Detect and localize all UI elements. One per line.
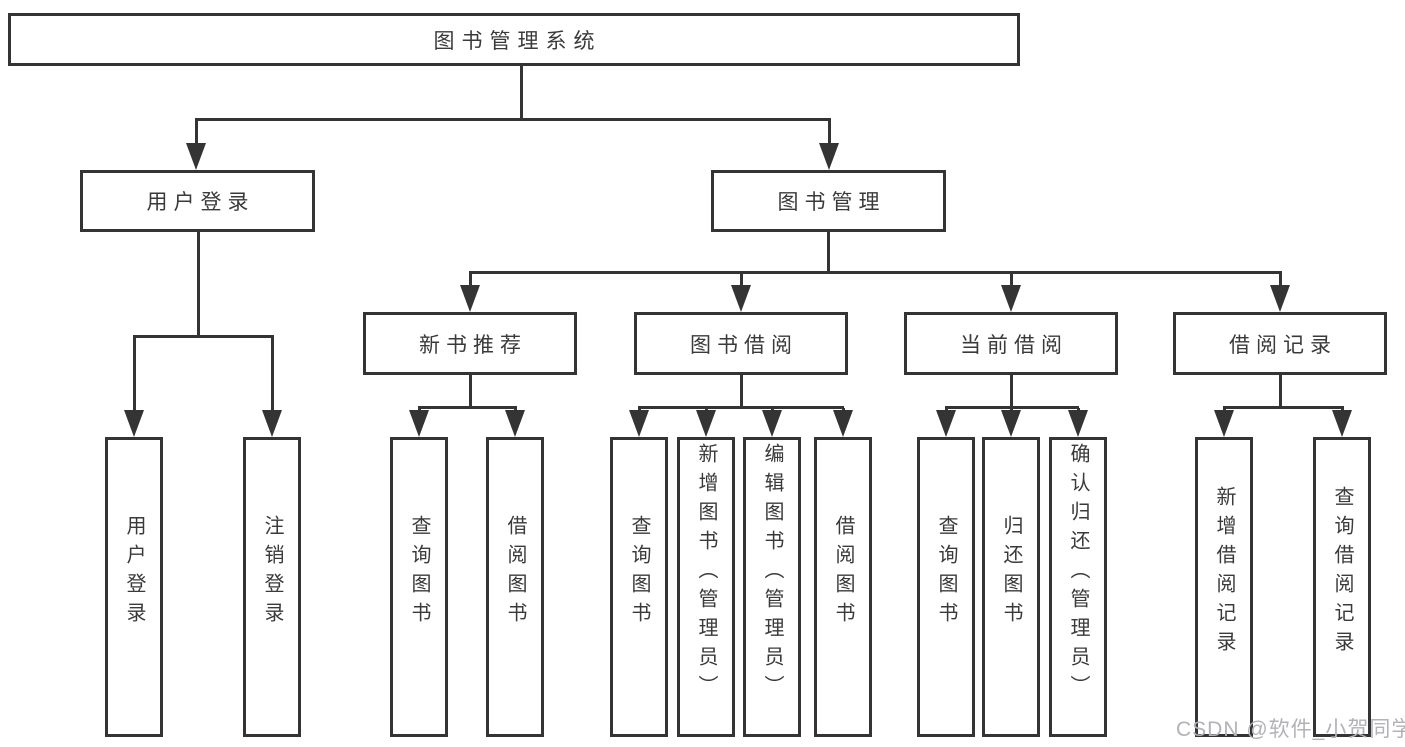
watermark-text: CSDN @软件_小贺同学 — [1176, 718, 1405, 741]
leaf-query-books-recommend: 查询图书 — [390, 437, 448, 737]
connector-user-login-stem — [197, 232, 200, 337]
leaf-query-borrow-record: 查询借阅记录 — [1313, 437, 1371, 737]
node-label: 新书推荐 — [419, 333, 527, 357]
leaf-label: 查询图书 — [628, 515, 650, 631]
arrow-down-icon — [1001, 285, 1021, 312]
connector-bus — [638, 406, 844, 409]
arrow-down-icon — [409, 410, 429, 437]
connector-level1-bus — [195, 118, 831, 121]
connector-stem — [740, 375, 743, 408]
leaf-borrow-books-recommend: 借阅图书 — [486, 437, 544, 737]
arrow-down-icon — [460, 285, 480, 312]
arrow-down-icon — [1214, 410, 1234, 437]
leaf-label: 查询图书 — [935, 515, 957, 631]
connector-root-stem — [520, 66, 523, 121]
node-new-book-recommendation: 新书推荐 — [363, 312, 577, 375]
node-label: 图书管理系统 — [433, 29, 602, 53]
node-book-borrowing: 图书借阅 — [634, 312, 848, 375]
leaf-confirm-return-admin: 确认归还（管理员） — [1049, 437, 1107, 737]
node-label: 图书管理 — [777, 191, 886, 214]
arrow-down-icon — [1270, 285, 1290, 312]
connector-level3-bus — [469, 271, 1282, 274]
connector-bus — [418, 406, 517, 409]
node-label: 当前借阅 — [960, 333, 1068, 357]
arrow-down-icon — [124, 410, 144, 437]
arrow-down-icon — [731, 285, 751, 312]
leaf-label: 用户登录 — [123, 515, 145, 631]
arrow-down-icon — [819, 143, 839, 170]
leaf-borrow-books: 借阅图书 — [814, 437, 872, 737]
connector-shaft — [740, 274, 743, 288]
leaf-label: 查询借阅记录 — [1331, 486, 1353, 660]
leaf-label: 新增借阅记录 — [1213, 486, 1235, 660]
node-book-management: 图书管理 — [711, 170, 946, 232]
arrow-down-icon — [696, 410, 716, 437]
connector-shaft — [271, 338, 274, 413]
arrow-down-icon — [762, 410, 782, 437]
leaf-edit-books-admin: 编辑图书（管理员） — [743, 437, 801, 737]
leaf-logout: 注销登录 — [243, 437, 301, 737]
arrow-down-icon — [262, 410, 282, 437]
arrow-down-icon — [833, 410, 853, 437]
leaf-label: 确认归还（管理员） — [1067, 442, 1089, 704]
leaf-label: 借阅图书 — [504, 515, 526, 631]
connector-shaft — [195, 121, 198, 147]
leaf-label: 新增图书（管理员） — [695, 442, 717, 704]
connector-bus — [945, 406, 1079, 409]
connector-user-login-bus — [133, 335, 274, 338]
connector-shaft — [828, 121, 831, 147]
arrow-down-icon — [1001, 410, 1021, 437]
node-borrowing-records: 借阅记录 — [1173, 312, 1387, 375]
connector-book-mgmt-stem — [827, 232, 830, 274]
arrow-down-icon — [186, 143, 206, 170]
node-current-borrowing: 当前借阅 — [904, 312, 1118, 375]
leaf-label: 编辑图书（管理员） — [761, 442, 783, 704]
arrow-down-icon — [1068, 410, 1088, 437]
node-label: 用户登录 — [146, 191, 255, 214]
connector-shaft — [133, 338, 136, 413]
leaf-user-login: 用户登录 — [105, 437, 163, 737]
connector-bus — [1223, 406, 1344, 409]
node-library-management-system: 图书管理系统 — [8, 13, 1020, 66]
leaf-label: 归还图书 — [1000, 515, 1022, 631]
node-label: 图书借阅 — [690, 333, 798, 357]
leaf-label: 借阅图书 — [832, 515, 854, 631]
connector-stem — [469, 375, 472, 408]
leaf-query-books-current: 查询图书 — [917, 437, 975, 737]
arrow-down-icon — [629, 410, 649, 437]
arrow-down-icon — [1332, 410, 1352, 437]
node-user-login: 用户登录 — [80, 170, 315, 232]
leaf-query-books-borrowing: 查询图书 — [610, 437, 668, 737]
leaf-label: 注销登录 — [261, 515, 283, 631]
leaf-return-books: 归还图书 — [982, 437, 1040, 737]
connector-stem — [1279, 375, 1282, 408]
connector-shaft — [469, 274, 472, 288]
node-label: 借阅记录 — [1229, 333, 1337, 357]
leaf-add-borrow-record: 新增借阅记录 — [1195, 437, 1253, 737]
arrow-down-icon — [505, 410, 525, 437]
connector-shaft — [1279, 274, 1282, 288]
arrow-down-icon — [936, 410, 956, 437]
leaf-label: 查询图书 — [408, 515, 430, 631]
connector-stem — [1010, 375, 1013, 408]
connector-shaft — [1010, 274, 1013, 288]
leaf-add-books-admin: 新增图书（管理员） — [677, 437, 735, 737]
